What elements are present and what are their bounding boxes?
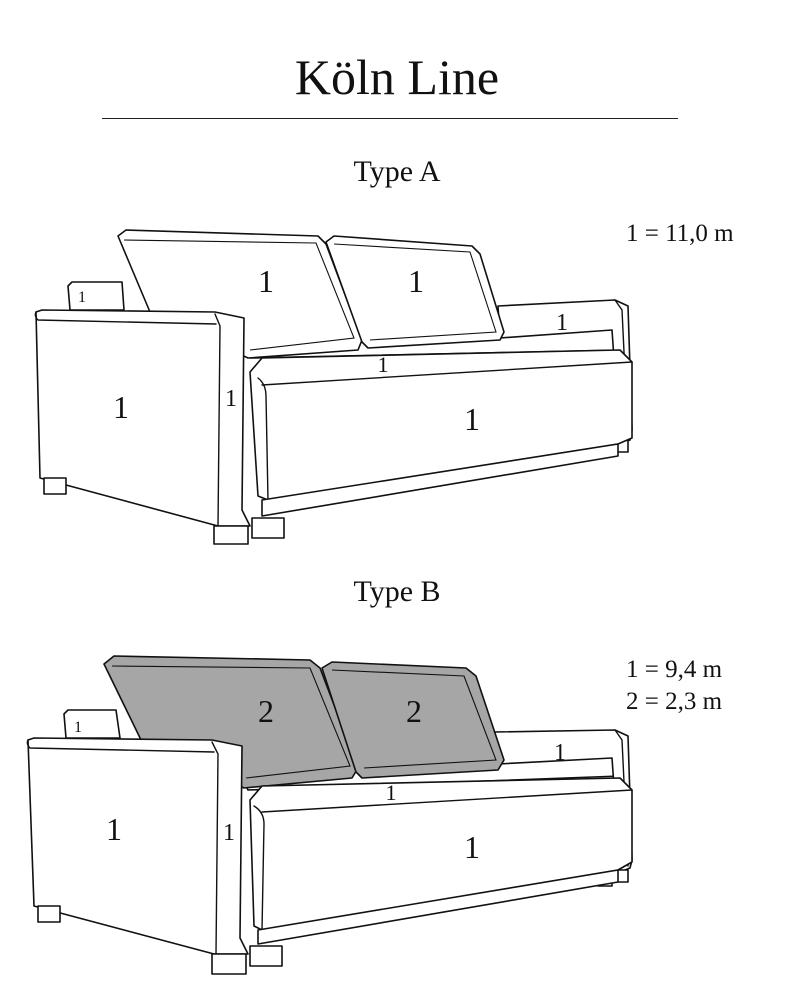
type-b-legend: 1 = 9,4 m 2 = 2,3 m: [626, 654, 722, 718]
left-arm: [27, 737, 249, 955]
part-label-seat-back: 1: [386, 780, 397, 805]
foot-left-front: [43, 477, 67, 495]
left-arm: [35, 309, 251, 527]
part-label-right-cushion: 1: [408, 263, 424, 299]
seat-base: [261, 443, 619, 517]
part-label-seat-front: 1: [464, 401, 480, 437]
foot-left-front: [37, 905, 61, 923]
page-title: Köln Line: [294, 49, 500, 105]
foot-center: [249, 945, 283, 967]
part-label-left-arm-front: 1: [113, 389, 129, 425]
part-label-left-cushion: 1: [258, 263, 274, 299]
seat-base: [257, 869, 619, 945]
foot-center: [251, 517, 285, 539]
part-label-back-left-arm-top: 1: [74, 719, 82, 736]
foot-left-rear: [213, 525, 249, 545]
seat-cushion: [249, 777, 633, 931]
part-label-left-arm-front: 1: [106, 811, 122, 847]
part-label-left-cushion: 2: [258, 693, 274, 729]
title-divider: [102, 118, 678, 119]
type-a-label: Type A: [353, 155, 441, 188]
right-arm: [497, 299, 633, 445]
back-left-arm: [67, 281, 125, 311]
part-label-left-arm-inner: 1: [223, 820, 235, 846]
part-label-back-left-arm-top: 1: [78, 289, 86, 306]
part-label-seat-back: 1: [378, 352, 389, 377]
part-label-right-arm-inner: 1: [556, 310, 568, 336]
right-arm: [493, 729, 633, 873]
type-b-legend-line-2: 2 = 2,3 m: [626, 688, 723, 715]
type-a-legend-line-1: 1 = 11,0 m: [626, 220, 734, 247]
back-left-arm: [63, 709, 121, 739]
foot-left-rear: [211, 953, 247, 975]
back-cushion-right: [321, 661, 505, 779]
seat-cushion: [249, 349, 633, 501]
type-b-label: Type B: [353, 575, 441, 608]
part-label-right-cushion: 2: [406, 693, 422, 729]
type-b-legend-line-1: 1 = 9,4 m: [626, 656, 723, 683]
sofa-type-b: 2 2 1 1 1 1 1 1: [26, 655, 633, 975]
part-label-right-arm-inner: 1: [554, 740, 566, 766]
type-a-legend: 1 = 11,0 m: [626, 218, 734, 250]
part-label-left-arm-inner: 1: [225, 386, 237, 412]
sofa-type-a: 1 1 1 1 1 1 1 1: [34, 229, 633, 545]
part-label-seat-front: 1: [464, 829, 480, 865]
back-cushion-right: [325, 235, 505, 349]
